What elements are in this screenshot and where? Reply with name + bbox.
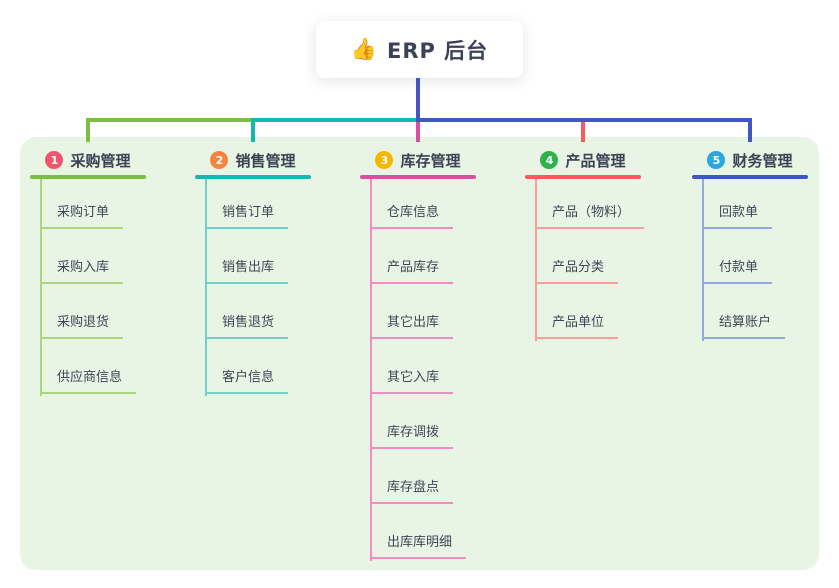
branch-badge: 5 [707, 151, 726, 169]
branch-header-1[interactable]: 1 采购管理 [30, 146, 146, 174]
node-item[interactable]: 库存盘点 [370, 476, 454, 504]
node-item[interactable]: 出库库明细 [370, 531, 467, 559]
branch-vline [370, 179, 372, 561]
mindmap-canvas [20, 137, 819, 570]
node-item[interactable]: 销售退货 [205, 311, 289, 339]
node-item[interactable]: 销售出库 [205, 256, 289, 284]
node-item[interactable]: 销售订单 [205, 201, 289, 229]
node-item[interactable]: 仓库信息 [370, 201, 454, 229]
branch-underline [30, 175, 146, 179]
node-item[interactable]: 产品单位 [535, 311, 619, 339]
root-title: ERP 后台 [386, 38, 489, 63]
node-item[interactable]: 采购退货 [40, 311, 124, 339]
branch-underline [525, 175, 641, 179]
root-node[interactable]: 👍 ERP 后台 [316, 21, 523, 78]
branch-label: 库存管理 [400, 151, 461, 170]
branch-vline [205, 179, 207, 396]
node-item[interactable]: 采购入库 [40, 256, 124, 284]
branch-badge: 4 [540, 151, 559, 169]
node-item[interactable]: 产品分类 [535, 256, 619, 284]
branch-header-3[interactable]: 3 库存管理 [360, 146, 476, 174]
node-item[interactable]: 付款单 [702, 256, 773, 284]
branch-badge: 3 [375, 151, 394, 169]
branch-underline [692, 175, 808, 179]
node-item[interactable]: 产品库存 [370, 256, 454, 284]
branch-underline [360, 175, 476, 179]
branch-underline [195, 175, 311, 179]
branch-vline [535, 179, 537, 341]
branch-label: 财务管理 [732, 151, 793, 170]
node-item[interactable]: 采购订单 [40, 201, 124, 229]
branch-header-5[interactable]: 5 财务管理 [692, 146, 808, 174]
branch-label: 销售管理 [235, 151, 296, 170]
branch-vline [40, 179, 42, 396]
branch-badge: 2 [210, 151, 229, 169]
branch-badge: 1 [45, 151, 64, 169]
node-item[interactable]: 其它出库 [370, 311, 454, 339]
node-item[interactable]: 结算账户 [702, 311, 786, 339]
branch-header-4[interactable]: 4 产品管理 [525, 146, 641, 174]
node-item[interactable]: 库存调拨 [370, 421, 454, 449]
branch-vline [702, 179, 704, 341]
branch-label: 采购管理 [70, 151, 131, 170]
node-item[interactable]: 供应商信息 [40, 366, 137, 394]
thumbs-up-icon: 👍 [350, 37, 377, 61]
branch-header-2[interactable]: 2 销售管理 [195, 146, 311, 174]
node-item[interactable]: 产品（物料） [535, 201, 645, 229]
branch-label: 产品管理 [565, 151, 626, 170]
node-item[interactable]: 回款单 [702, 201, 773, 229]
node-item[interactable]: 客户信息 [205, 366, 289, 394]
node-item[interactable]: 其它入库 [370, 366, 454, 394]
